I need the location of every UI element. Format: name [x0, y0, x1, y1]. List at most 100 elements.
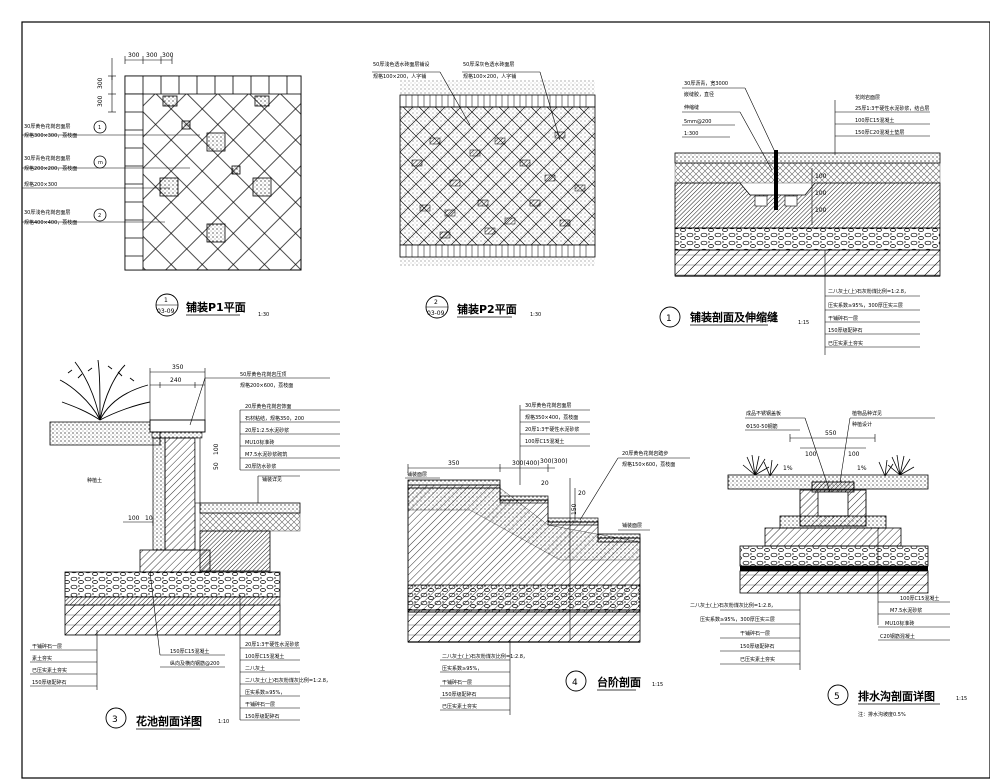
note-text: 150厚级配碎石: [828, 327, 863, 334]
note-text: 1:300: [684, 131, 698, 137]
dim-label: 300: [146, 52, 158, 59]
dim-label: 100: [213, 443, 220, 455]
paving-p1-plan: 300 300 300 300 300 1 m 2 30厚黄色花岗岩面层 规格3…: [22, 52, 302, 318]
drawing-scale: 1:15: [956, 696, 967, 702]
note-text: 规格200×600，荔枝面: [240, 382, 293, 389]
note-text: 压实系数≥95%，300厚压实三层: [828, 302, 903, 309]
drawing-title: 铺装剖面及伸缩缝: [690, 310, 778, 324]
planter-section: 350 240 100 10 100 50 50厚黄色花岗岩压顶 规格200×6…: [30, 359, 340, 730]
note-text: 干铺碎石一层: [442, 679, 472, 686]
note-text: 压实系数≥95%，: [442, 665, 482, 672]
note-text: 100厚C15混凝土: [900, 595, 939, 602]
note-text: 已压实素土夯实: [32, 667, 67, 674]
dim-label: 50: [213, 462, 220, 470]
note-text: 成品不锈钢盖板: [746, 410, 781, 417]
drawing-scale: 1:15: [798, 320, 809, 326]
note-text: 30厚沥青，宽3000: [684, 80, 728, 87]
dim-label: 240: [170, 377, 182, 384]
label-text: 铺装面层: [622, 522, 642, 529]
dim-label: 20: [578, 490, 586, 497]
note-text: 二八灰土(上)石灰粉煤灰比例=1:2.8，: [245, 677, 331, 684]
dim-label: 100: [805, 451, 817, 458]
title-bubble: [827, 684, 849, 706]
note-text: 干铺碎石一层: [245, 701, 275, 708]
note-text: 30厚青色花岗岩面层: [24, 155, 70, 162]
title-number: 5: [834, 692, 840, 702]
dim-label: 100: [815, 207, 827, 214]
note-text: 纵向及横向钢筋@200: [170, 660, 220, 667]
dim-label: 300: [162, 52, 174, 59]
dim-label: 300: [97, 77, 104, 89]
note-text: 规格100×200，人字铺: [373, 73, 426, 80]
title-number: 1: [164, 297, 168, 304]
step-section: 350 300(400) 300(300) 20 20 150 30厚黄色花岗岩…: [405, 402, 690, 715]
dim-label: 100: [815, 190, 827, 197]
note-text: C20钢筋混凝土: [880, 633, 915, 640]
note-text: 100厚C15混凝土: [525, 438, 564, 445]
drawing-title: 花池剖面详图: [136, 714, 202, 728]
drawing-scale: 1:10: [218, 719, 229, 725]
note-text: 30厚浅色花岗岩面层: [24, 209, 70, 216]
note-text: 已压实素土夯实: [442, 703, 477, 710]
note-text: 已压实素土夯实: [740, 656, 775, 663]
dim-label: 150: [571, 503, 578, 515]
dim-label: 350: [448, 460, 460, 467]
note-text: 已压实素土夯实: [828, 340, 863, 347]
note-text: MU10标准砖: [245, 439, 274, 446]
title-bubble: [565, 670, 587, 692]
note-text: 二八灰土(上)石灰粉煤比例=1:2.8，: [828, 288, 909, 295]
dim-label: 1%: [783, 465, 793, 472]
paving-p2-plan: 50厚浅色透水砖面层铺设 规格100×200，人字铺 50厚深灰色透水砖面层 规…: [372, 61, 596, 319]
title-number: 1: [666, 314, 672, 324]
note-text: M7.5水泥砂浆砌筑: [245, 451, 287, 458]
note-text: 150厚C15混凝土: [170, 648, 209, 655]
note-text: 素土夯实: [32, 655, 52, 662]
note-text: 30厚黄色花岗岩面层: [24, 123, 70, 130]
note-text: 规格300×300，荔枝面: [24, 132, 77, 139]
note-text: 100厚C15混凝土: [245, 653, 284, 660]
drawing-title: 排水沟剖面详图: [858, 689, 935, 703]
note-text: 嵌缝胶，直径: [684, 91, 714, 98]
note-text: 20厚1:3干硬性水泥砂浆: [525, 426, 579, 433]
note-text: 规格400×400，荔枝面: [24, 219, 77, 226]
title-number: 3: [112, 715, 118, 725]
note-text: 规格200×200，荔枝面: [24, 165, 77, 172]
drawing-title: 铺装P1平面: [186, 300, 246, 314]
title-number: 4: [572, 678, 578, 688]
note-text: 50厚黄色花岗岩压顶: [240, 371, 286, 378]
note-text: 25厚1:3干硬性水泥砂浆，结合层: [855, 105, 929, 112]
note-text: 30厚黄色花岗岩面层: [525, 402, 571, 409]
note-text: 20厚防水砂浆: [245, 463, 276, 470]
dim-label: 20: [541, 480, 549, 487]
note-text: 150厚级配碎石: [245, 713, 280, 720]
plant-symbol: [742, 454, 915, 477]
dim-label: 10: [145, 515, 153, 522]
note-text: 规格200×300: [24, 181, 57, 188]
footnote: 注：排水沟坡度0.5%: [858, 711, 906, 718]
marker-label: 2: [98, 213, 101, 219]
note-text: 规格150×600，荔枝面: [622, 461, 675, 468]
dim-label: 550: [825, 430, 837, 437]
dim-label: 300(400): [512, 460, 540, 467]
dim-label: 100: [815, 173, 827, 180]
note-text: 20厚1:3干硬性水泥砂浆: [245, 641, 299, 648]
dim-label: 300: [97, 95, 104, 107]
drawing-scale: 1:30: [258, 312, 269, 318]
note-text: 150厚级配碎石: [740, 643, 775, 650]
dim-label: 300(300): [540, 458, 568, 465]
note-text: 铺装详见: [262, 476, 282, 483]
note-text: 20厚1:2.5水泥砂浆: [245, 427, 289, 434]
note-text: 20厚黄色花岗岩踏步: [622, 450, 668, 457]
note-text: M7.5水泥砂浆: [890, 607, 922, 614]
title-number: 2: [434, 299, 438, 306]
drain-ditch-section: 550 100 100 1% 1% 成品不锈钢盖板 Φ150-50钢筋 植物品种…: [690, 410, 967, 718]
title-bubble: [105, 707, 127, 729]
drawing-scale: 1:15: [652, 682, 663, 688]
note-text: 二八灰土(上)石灰粉煤灰比例=1:2.8，: [442, 653, 528, 660]
marker-label: 1: [98, 125, 101, 131]
note-text: 150厚级配碎石: [442, 691, 477, 698]
note-text: 植物品种详见: [852, 410, 882, 417]
dim-label: 1%: [857, 465, 867, 472]
plant-symbol: [59, 359, 151, 421]
note-text: Φ150-50钢筋: [746, 423, 778, 430]
